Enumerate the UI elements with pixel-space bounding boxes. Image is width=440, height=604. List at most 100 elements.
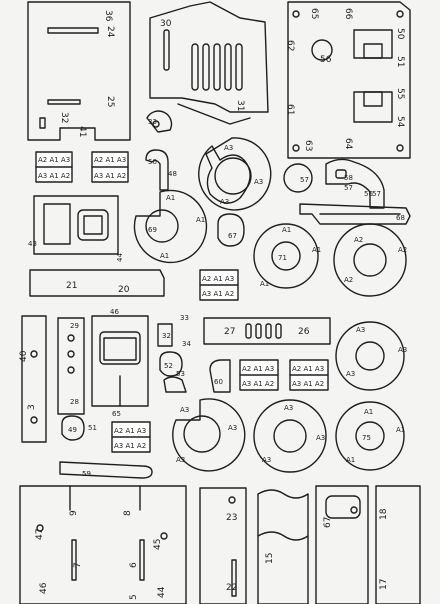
label-69: 69 bbox=[148, 226, 157, 234]
piece-ring-71 bbox=[253, 223, 319, 289]
label-a1-4: A1 bbox=[282, 226, 291, 234]
tag-block-5 bbox=[289, 359, 329, 391]
label-a1-6: A1 bbox=[260, 280, 269, 288]
label-a1-2: A1 bbox=[196, 216, 205, 224]
label-45: 45 bbox=[153, 539, 163, 550]
label-58: 58 bbox=[344, 174, 353, 182]
piece-panel-65 bbox=[287, 1, 411, 159]
label-47: 47 bbox=[35, 529, 45, 540]
label-46b: 46 bbox=[39, 582, 49, 594]
label-51: 51 bbox=[395, 56, 405, 67]
label-30: 30 bbox=[160, 19, 172, 29]
piece-hook-50 bbox=[145, 149, 169, 191]
label-41: 41 bbox=[77, 126, 87, 137]
piece-ring-left-lower bbox=[172, 398, 246, 472]
label-15: 15 bbox=[265, 553, 275, 564]
piece-grille-30 bbox=[149, 1, 269, 113]
piece-panel-67 bbox=[315, 485, 369, 604]
label-32b: 32 bbox=[162, 332, 171, 340]
label-29: 29 bbox=[70, 322, 79, 330]
label-28: 28 bbox=[70, 398, 79, 406]
tag-label-6b: A3 A1 A2 bbox=[114, 442, 146, 450]
label-57b: 57 bbox=[344, 184, 353, 192]
label-65: 65 bbox=[309, 8, 319, 19]
tag-label-1a: A2 A1 A3 bbox=[38, 156, 70, 164]
tag-label-5a: A2 A1 A3 bbox=[292, 365, 324, 373]
piece-hook-67 bbox=[217, 213, 245, 247]
label-61: 61 bbox=[285, 104, 295, 115]
piece-hook-60 bbox=[209, 359, 231, 393]
connector-line bbox=[177, 103, 251, 125]
label-18: 18 bbox=[379, 508, 389, 520]
piece-disc-33 bbox=[146, 110, 173, 133]
label-57: 57 bbox=[300, 176, 309, 184]
label-44: 44 bbox=[116, 253, 124, 262]
label-50b: 50 bbox=[148, 158, 157, 166]
label-a2-1: A2 bbox=[354, 236, 363, 244]
label-31: 31 bbox=[235, 100, 245, 111]
piece-frame-46 bbox=[91, 315, 149, 407]
piece-ring-69 bbox=[133, 189, 208, 264]
label-66: 66 bbox=[343, 8, 353, 20]
piece-ring-mid-right bbox=[335, 321, 405, 391]
label-27: 27 bbox=[224, 327, 235, 337]
label-26: 26 bbox=[298, 327, 310, 337]
label-53: 53 bbox=[176, 370, 185, 378]
piece-strip-3 bbox=[21, 315, 47, 443]
label-50: 50 bbox=[395, 28, 405, 40]
piece-panel-36 bbox=[27, 1, 131, 141]
label-54: 54 bbox=[395, 116, 405, 128]
label-51b: 51 bbox=[88, 424, 97, 432]
label-a3-12: A3 bbox=[262, 456, 271, 464]
label-6: 6 bbox=[129, 562, 139, 568]
label-71: 71 bbox=[278, 254, 287, 262]
tag-label-6a: A2 A1 A3 bbox=[114, 427, 146, 435]
piece-bar-27 bbox=[203, 317, 331, 345]
label-3: 3 bbox=[27, 404, 37, 410]
piece-ring-a2 bbox=[333, 223, 407, 297]
label-46: 46 bbox=[110, 308, 119, 316]
piece-panel-15 bbox=[257, 489, 309, 604]
tag-block-3 bbox=[199, 269, 239, 301]
label-59: 59 bbox=[82, 470, 91, 478]
piece-bracket-58 bbox=[325, 158, 385, 209]
label-20: 20 bbox=[118, 285, 130, 295]
tag-label-4a: A2 A1 A3 bbox=[242, 365, 274, 373]
tag-block-4 bbox=[239, 359, 279, 391]
label-a3-7: A3 bbox=[180, 406, 189, 414]
label-43: 43 bbox=[28, 240, 37, 248]
label-62: 62 bbox=[285, 40, 295, 51]
label-a1-1: A1 bbox=[166, 194, 175, 202]
label-44b: 44 bbox=[157, 586, 167, 598]
piece-strip-29 bbox=[57, 317, 85, 415]
label-22: 22 bbox=[226, 583, 237, 593]
label-a3-8: A3 bbox=[228, 424, 237, 432]
piece-hooks-52 bbox=[159, 351, 187, 393]
piece-panel-47 bbox=[19, 485, 187, 604]
label-a3-1: A3 bbox=[224, 144, 233, 152]
label-a1-5: A1 bbox=[312, 246, 321, 254]
tag-label-4b: A3 A1 A2 bbox=[242, 380, 274, 388]
label-a1-7: A1 bbox=[364, 408, 373, 416]
label-33: 33 bbox=[148, 118, 157, 126]
label-64: 64 bbox=[343, 138, 353, 150]
label-a1-8: A1 bbox=[396, 426, 405, 434]
label-a2-2: A2 bbox=[398, 246, 407, 254]
label-17: 17 bbox=[379, 579, 389, 590]
tag-label-2a: A2 A1 A3 bbox=[94, 156, 126, 164]
label-75: 75 bbox=[362, 434, 371, 442]
piece-block-32 bbox=[157, 323, 173, 347]
piece-panel-23 bbox=[199, 487, 247, 604]
label-52: 52 bbox=[164, 362, 173, 370]
label-68: 68 bbox=[396, 214, 405, 222]
piece-slider-68 bbox=[299, 203, 411, 225]
label-34: 34 bbox=[182, 340, 191, 348]
piece-cam-57 bbox=[283, 163, 313, 193]
tag-label-2b: A3 A1 A2 bbox=[94, 172, 126, 180]
label-49: 49 bbox=[68, 426, 77, 434]
piece-ring-75 bbox=[335, 401, 405, 471]
label-a3-5: A3 bbox=[398, 346, 407, 354]
label-24: 24 bbox=[105, 26, 115, 38]
label-67: 67 bbox=[228, 232, 237, 240]
label-a3-6: A3 bbox=[346, 370, 355, 378]
